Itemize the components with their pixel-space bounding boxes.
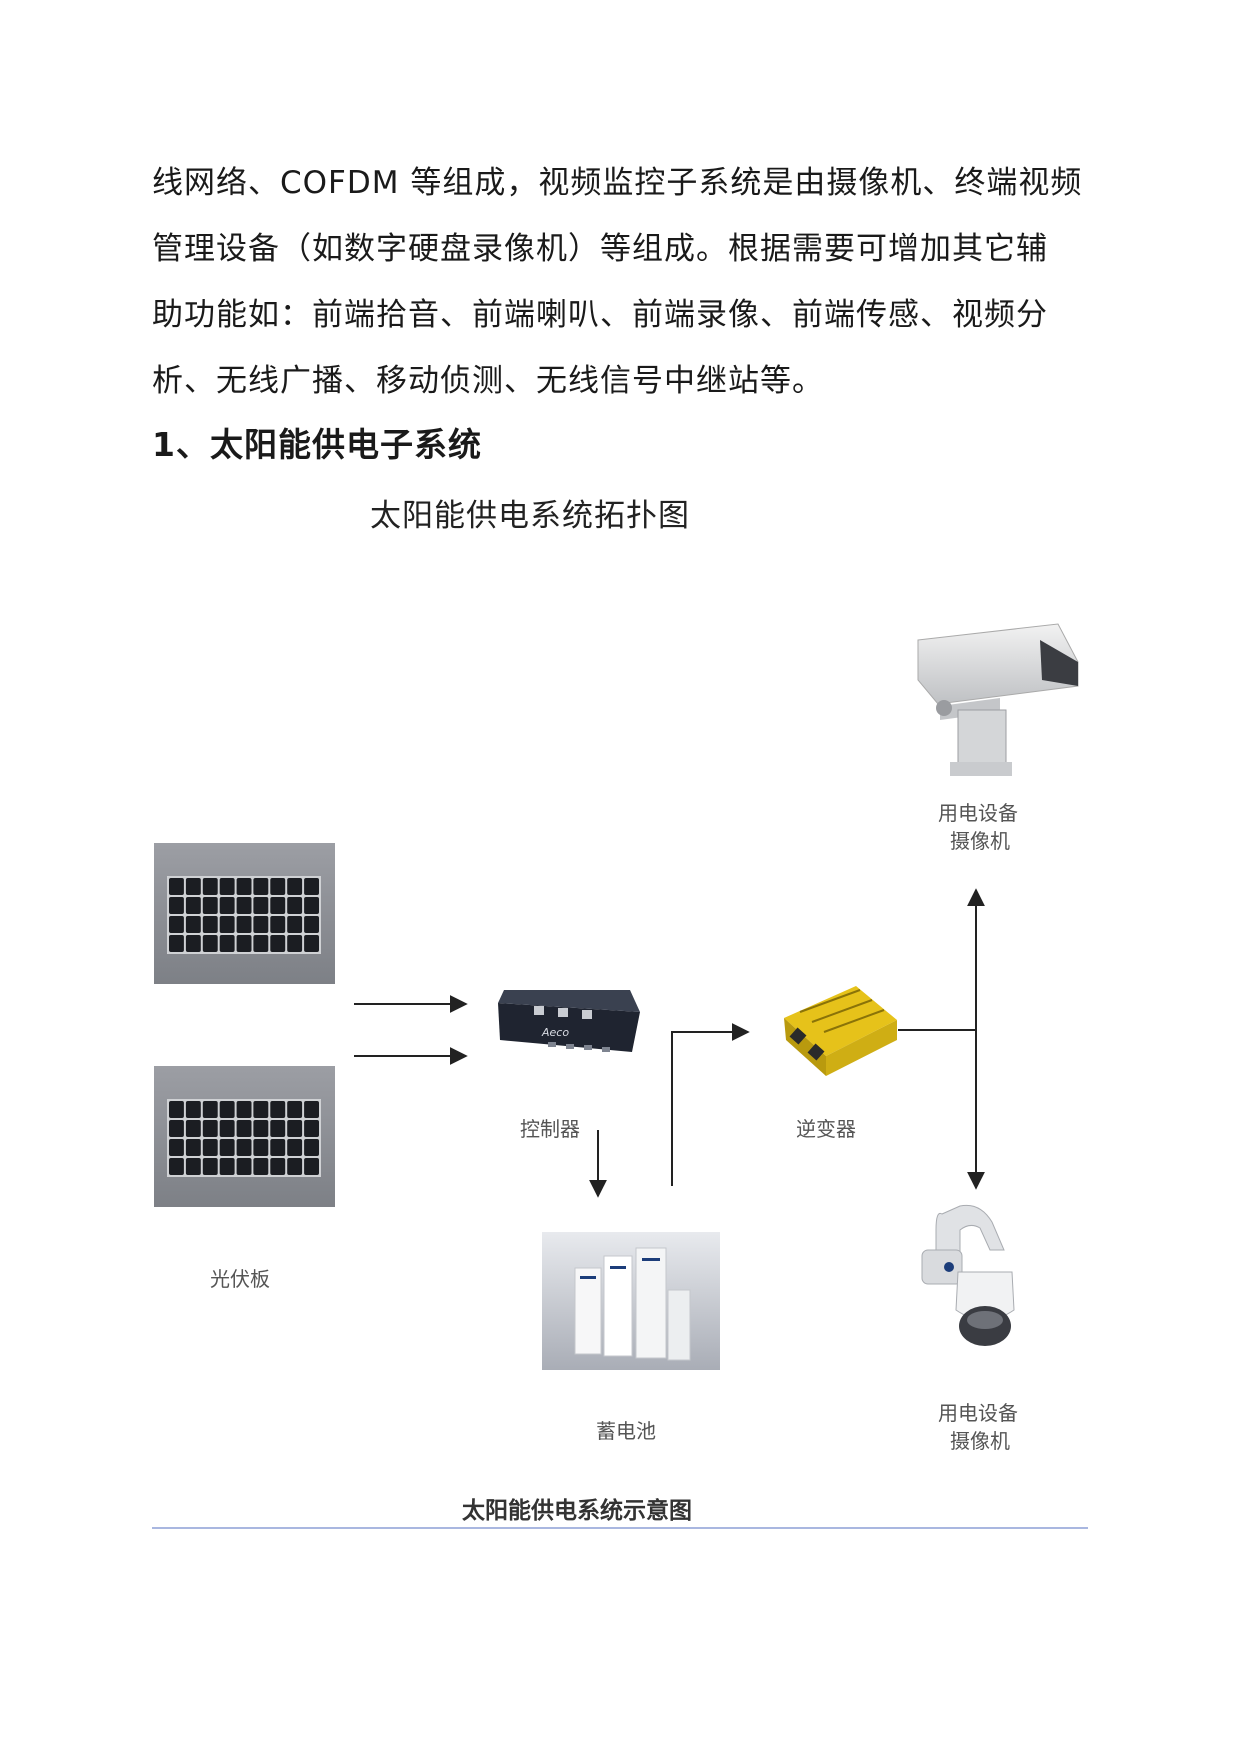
- pv-cell: [236, 1120, 252, 1137]
- diagram-caption: 太阳能供电系统示意图: [462, 1497, 692, 1524]
- pv-cell: [287, 1158, 303, 1175]
- pv-cell: [270, 1120, 286, 1137]
- pv-cell: [270, 935, 286, 952]
- pv-cell: [287, 916, 303, 933]
- pv-cell: [202, 878, 218, 895]
- camera-top-label-line1: 用电设备: [938, 801, 1018, 825]
- pv-cell: [270, 878, 286, 895]
- pv-cell: [202, 935, 218, 952]
- inverter-icon: [784, 986, 897, 1076]
- charge-controller-icon: Aeco: [498, 990, 640, 1052]
- pv-cell: [185, 1158, 201, 1175]
- section-heading: 1、太阳能供电子系统: [152, 425, 482, 464]
- pv-cell: [304, 1158, 319, 1175]
- battery-label: 蓄电池: [596, 1419, 656, 1443]
- pv-cell: [219, 878, 235, 895]
- pv-cell: [185, 935, 201, 952]
- pv-cell: [304, 1120, 319, 1137]
- dome-camera-icon: [921, 1204, 1015, 1346]
- pv-cell: [219, 1139, 235, 1156]
- body-paragraph: 线网络、COFDM 等组成，视频监控子系统是由摄像机、终端视频 管理设备（如数字…: [152, 150, 1092, 414]
- pv-cell: [270, 897, 286, 914]
- pv-cell: [185, 1139, 201, 1156]
- pv-cell: [169, 1158, 184, 1175]
- pv-cell: [270, 1158, 286, 1175]
- pv-cell: [287, 935, 303, 952]
- pv-cell: [287, 1101, 303, 1118]
- pv-cell: [202, 1120, 218, 1137]
- pv-cell: [202, 916, 218, 933]
- pv-cell: [202, 1158, 218, 1175]
- paragraph-line: 析、无线广播、移动侦测、无线信号中继站等。: [152, 363, 824, 399]
- pv-cell: [169, 916, 184, 933]
- pv-cell: [236, 878, 252, 895]
- pv-cell: [219, 897, 235, 914]
- pv-cell: [236, 897, 252, 914]
- pv-cell: [169, 1101, 184, 1118]
- pv-cell: [219, 1120, 235, 1137]
- inverter-label: 逆变器: [796, 1117, 856, 1141]
- pv-cell: [202, 1139, 218, 1156]
- pv-cell: [236, 1139, 252, 1156]
- pv-cell: [253, 1120, 269, 1137]
- pv-cell: [236, 1158, 252, 1175]
- camera-top-label-line2: 摄像机: [950, 829, 1010, 853]
- pv-cell: [169, 897, 184, 914]
- pv-cell: [304, 935, 319, 952]
- pv-cell: [169, 1139, 184, 1156]
- pv-cell: [202, 897, 218, 914]
- camera-bottom-label-line1: 用电设备: [938, 1401, 1018, 1425]
- battery-bank-icon: [542, 1232, 720, 1370]
- pv-cell: [185, 897, 201, 914]
- pv-cell: [304, 916, 319, 933]
- pv-cell: [253, 1101, 269, 1118]
- solar-panel-label: 光伏板: [210, 1267, 270, 1291]
- camera-bottom-label-line2: 摄像机: [950, 1429, 1010, 1453]
- pv-cell: [185, 1101, 201, 1118]
- pv-cell: [304, 1139, 319, 1156]
- paragraph-line: 管理设备（如数字硬盘录像机）等组成。根据需要可增加其它辅: [152, 231, 1048, 267]
- paragraph-line: 助功能如：前端拾音、前端喇叭、前端录像、前端传感、视频分: [152, 297, 1048, 333]
- pv-cell: [219, 1158, 235, 1175]
- pv-cell: [253, 935, 269, 952]
- pv-cell: [253, 916, 269, 933]
- paragraph-line: 线网络、COFDM 等组成，视频监控子系统是由摄像机、终端视频: [152, 165, 1083, 201]
- pv-cell: [185, 1120, 201, 1137]
- pv-cell: [287, 897, 303, 914]
- controller-brand: Aeco: [541, 1026, 569, 1039]
- pv-cell: [169, 878, 184, 895]
- solar-panel-icon: [154, 1066, 335, 1207]
- pv-cell: [287, 1120, 303, 1137]
- pv-cell: [236, 935, 252, 952]
- controller-label: 控制器: [520, 1117, 580, 1141]
- pv-cell: [169, 935, 184, 952]
- pv-cell: [253, 897, 269, 914]
- pv-cell: [304, 1101, 319, 1118]
- pv-cell: [253, 878, 269, 895]
- pv-cell: [253, 1158, 269, 1175]
- diagram-subtitle: 太阳能供电系统拓扑图: [370, 498, 690, 534]
- arrow-battery-to-inverter: [671, 1023, 750, 1186]
- pv-cell: [287, 1139, 303, 1156]
- pv-cell: [185, 916, 201, 933]
- pv-cell: [270, 916, 286, 933]
- pv-cell: [304, 897, 319, 914]
- pv-cell: [287, 878, 303, 895]
- pv-cell: [236, 916, 252, 933]
- pv-cell: [304, 878, 319, 895]
- pv-cell: [219, 916, 235, 933]
- pv-cell: [270, 1139, 286, 1156]
- pv-cell: [236, 1101, 252, 1118]
- pv-cell: [270, 1101, 286, 1118]
- pv-cell: [219, 935, 235, 952]
- box-camera-icon: [917, 623, 1079, 776]
- pv-cell: [202, 1101, 218, 1118]
- pv-cell: [185, 878, 201, 895]
- pv-cell: [253, 1139, 269, 1156]
- pv-cell: [169, 1120, 184, 1137]
- pv-cell: [219, 1101, 235, 1118]
- solar-panel-icon: [154, 843, 335, 984]
